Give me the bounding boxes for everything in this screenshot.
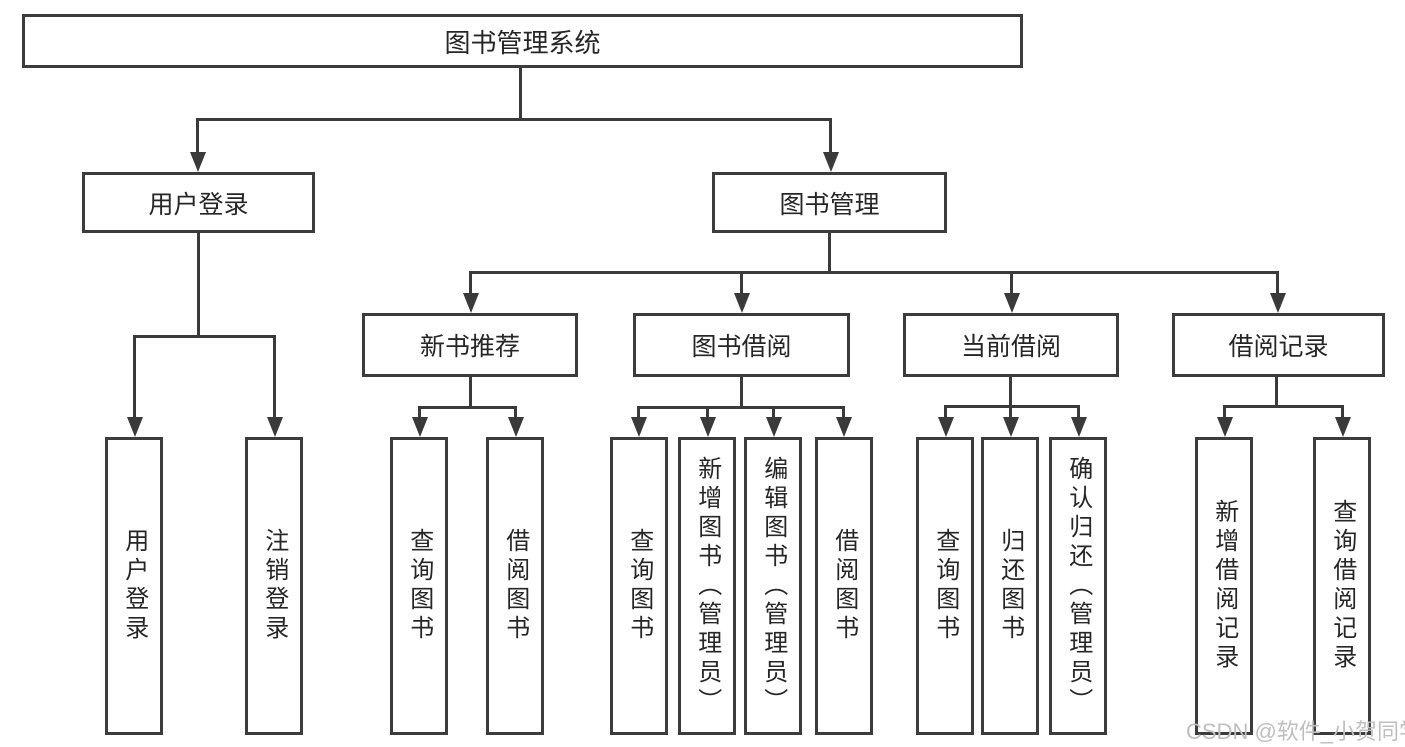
- leaf-edit-book-admin-label: 编辑图书（管理员）: [759, 455, 787, 717]
- arrow-down-icon: [508, 417, 524, 437]
- arrow-down-icon: [938, 417, 954, 437]
- leaf-return-book-label: 归还图书: [996, 528, 1024, 644]
- node-current-borrow-label: 当前借阅: [960, 333, 1061, 361]
- leaf-borrow-book-2: 借阅图书: [815, 437, 873, 735]
- node-root-label: 图书管理系统: [444, 27, 601, 58]
- node-new-book-recommend-label: 新书推荐: [419, 333, 520, 361]
- leaf-query-book-3-label: 查询图书: [931, 528, 959, 644]
- connector-line: [944, 405, 1080, 408]
- csdn-watermark: CSDN @软件_小贺同学: [1186, 719, 1405, 744]
- connector-line: [637, 406, 640, 420]
- connector-line: [944, 405, 947, 420]
- leaf-add-borrow-record-label: 新增借阅记录: [1210, 499, 1238, 673]
- arrow-down-icon: [267, 417, 283, 437]
- node-current-borrow: 当前借阅: [903, 313, 1119, 377]
- node-borrow-records-label: 借阅记录: [1228, 333, 1329, 361]
- leaf-query-book-1: 查询图书: [390, 437, 448, 735]
- arrow-down-icon: [766, 417, 782, 437]
- arrow-down-icon: [700, 417, 716, 437]
- connector-line: [514, 406, 517, 420]
- connector-line: [842, 406, 845, 420]
- arrow-down-icon: [1071, 417, 1087, 437]
- connector-line: [273, 335, 276, 420]
- connector-line: [1009, 377, 1012, 407]
- arrow-down-icon: [734, 293, 750, 313]
- connector-line: [1077, 405, 1080, 420]
- leaf-user-login: 用户登录: [105, 437, 163, 735]
- connector-line: [197, 233, 200, 337]
- leaf-user-login-label: 用户登录: [120, 528, 148, 644]
- arrow-down-icon: [412, 417, 428, 437]
- arrow-down-icon: [1003, 417, 1019, 437]
- leaf-query-book-3: 查询图书: [916, 437, 974, 735]
- leaf-return-book: 归还图书: [981, 437, 1039, 735]
- leaf-add-book-admin: 新增图书（管理员）: [678, 437, 736, 735]
- leaf-confirm-return-admin: 确认归还（管理员）: [1049, 437, 1107, 735]
- arrow-down-icon: [127, 417, 143, 437]
- connector-line: [469, 271, 472, 297]
- node-user-login-label: 用户登录: [148, 190, 249, 219]
- node-book-borrow: 图书借阅: [633, 313, 850, 377]
- connector-line: [1010, 271, 1013, 297]
- connector-line: [740, 271, 743, 297]
- connector-line: [1223, 405, 1226, 420]
- connector-line: [772, 406, 775, 420]
- connector-line: [196, 118, 832, 121]
- leaf-query-book-2: 查询图书: [610, 437, 668, 735]
- connector-line: [1009, 405, 1012, 420]
- leaf-query-borrow-record-label: 查询借阅记录: [1328, 499, 1356, 673]
- connector-line: [637, 406, 845, 409]
- connector-line: [469, 377, 472, 408]
- node-book-management: 图书管理: [712, 172, 947, 233]
- arrow-down-icon: [463, 293, 479, 313]
- leaf-add-borrow-record: 新增借阅记录: [1195, 437, 1253, 735]
- leaf-borrow-book-2-label: 借阅图书: [830, 528, 858, 644]
- leaf-borrow-book-1-label: 借阅图书: [501, 528, 529, 644]
- leaf-add-book-admin-label: 新增图书（管理员）: [693, 455, 721, 717]
- leaf-query-book-2-label: 查询图书: [625, 528, 653, 644]
- node-book-borrow-label: 图书借阅: [691, 333, 792, 361]
- node-user-login: 用户登录: [82, 172, 315, 233]
- leaf-logout: 注销登录: [245, 437, 303, 735]
- connector-line: [469, 271, 1279, 274]
- connector-line: [133, 335, 276, 338]
- leaf-logout-label: 注销登录: [260, 528, 288, 644]
- connector-line: [418, 406, 517, 409]
- arrow-down-icon: [1270, 293, 1286, 313]
- connector-line: [829, 118, 832, 156]
- connector-line: [1275, 377, 1278, 407]
- node-new-book-recommend: 新书推荐: [362, 313, 578, 377]
- connector-line: [1223, 405, 1344, 408]
- connector-line: [740, 377, 743, 408]
- connector-line: [706, 406, 709, 420]
- arrow-down-icon: [836, 417, 852, 437]
- connector-line: [196, 118, 199, 156]
- leaf-confirm-return-admin-label: 确认归还（管理员）: [1064, 455, 1092, 717]
- connector-line: [1276, 271, 1279, 297]
- arrow-down-icon: [1004, 293, 1020, 313]
- connector-line: [418, 406, 421, 420]
- connector-line: [828, 233, 831, 273]
- node-book-management-label: 图书管理: [779, 190, 880, 219]
- leaf-query-book-1-label: 查询图书: [405, 528, 433, 644]
- leaf-borrow-book-1: 借阅图书: [486, 437, 544, 735]
- arrow-down-icon: [1335, 417, 1351, 437]
- arrow-down-icon: [823, 152, 839, 172]
- node-borrow-records: 借阅记录: [1172, 313, 1385, 377]
- connector-line: [1341, 405, 1344, 420]
- arrow-down-icon: [190, 152, 206, 172]
- arrow-down-icon: [631, 417, 647, 437]
- connector-line: [133, 335, 136, 420]
- connector-line: [519, 68, 522, 120]
- arrow-down-icon: [1217, 417, 1233, 437]
- leaf-edit-book-admin: 编辑图书（管理员）: [744, 437, 802, 735]
- node-root: 图书管理系统: [22, 14, 1023, 68]
- leaf-query-borrow-record: 查询借阅记录: [1313, 437, 1371, 735]
